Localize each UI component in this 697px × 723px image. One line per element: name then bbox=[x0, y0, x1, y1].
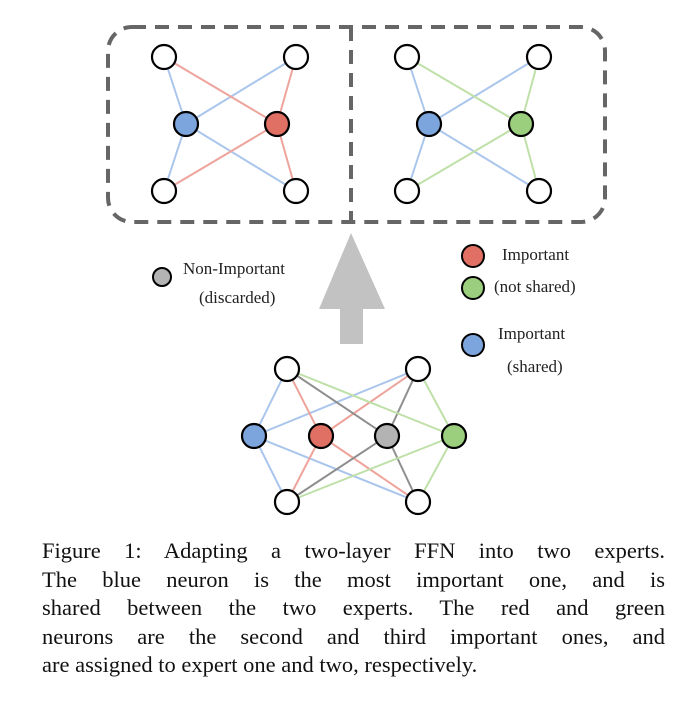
original-ffn-hidden-neuron-blue bbox=[240, 422, 268, 450]
up-arrow bbox=[319, 233, 385, 344]
legend-dot-red bbox=[461, 244, 485, 268]
caption-line: The blue neuron is the most important on… bbox=[42, 566, 665, 592]
legend-shared-label: (shared) bbox=[507, 357, 563, 376]
expert1-edge-red bbox=[163, 123, 278, 192]
original-ffn-output-neuron bbox=[404, 488, 432, 516]
expert1-output-neuron bbox=[150, 177, 178, 205]
expert2-input-neuron bbox=[525, 43, 553, 71]
expert2-hidden-neuron-blue bbox=[415, 110, 443, 138]
expert2-edge-blue bbox=[428, 123, 540, 192]
experts-box bbox=[106, 25, 607, 224]
expert1-edge-blue bbox=[185, 56, 297, 125]
expert1-hidden-neuron-red bbox=[263, 110, 291, 138]
original-ffn-edge-green bbox=[286, 368, 455, 437]
legend-not-shared-label: (not shared) bbox=[494, 277, 576, 296]
expert2-edge-blue bbox=[428, 56, 540, 125]
legend-non-important-label: Non-Important bbox=[183, 259, 285, 278]
original-ffn-hidden-neuron-red bbox=[307, 422, 335, 450]
original-ffn-input-neuron bbox=[273, 355, 301, 383]
caption-line: shared between the two experts. The red … bbox=[42, 595, 665, 620]
caption-line: Figure 1: Adapting a two-layer FFN into … bbox=[42, 538, 665, 563]
legend-dot-non-important bbox=[152, 267, 172, 287]
caption-line: neurons are the second and third importa… bbox=[42, 623, 665, 649]
expert2-input-neuron bbox=[393, 43, 421, 71]
legend-dot-blue bbox=[461, 333, 485, 357]
expert2-edge-green bbox=[406, 56, 522, 125]
expert1-output-neuron bbox=[282, 177, 310, 205]
expert2-hidden-neuron-green bbox=[507, 110, 535, 138]
original-ffn-input-neuron bbox=[404, 355, 432, 383]
original-ffn-edge-gray bbox=[286, 435, 388, 503]
figure-caption: Figure 1: Adapting a two-layer FFN into … bbox=[42, 537, 665, 680]
original-ffn-edge-gray bbox=[286, 368, 388, 437]
caption-line: are assigned to expert one and two, resp… bbox=[42, 652, 478, 677]
original-ffn-hidden-neuron-green bbox=[440, 422, 468, 450]
legend-important-label: Important bbox=[502, 245, 569, 264]
original-ffn-output-neuron bbox=[273, 488, 301, 516]
expert1-hidden-neuron-blue bbox=[172, 110, 200, 138]
expert1-input-neuron bbox=[150, 43, 178, 71]
expert1-input-neuron bbox=[282, 43, 310, 71]
expert2-output-neuron bbox=[393, 177, 421, 205]
legend-important-shared-label: Important bbox=[498, 324, 565, 343]
expert2-output-neuron bbox=[525, 177, 553, 205]
legend-dot-green bbox=[461, 276, 485, 300]
original-ffn-edge-green bbox=[286, 435, 455, 503]
expert1-edge-red bbox=[163, 56, 278, 125]
expert1-edge-blue bbox=[185, 123, 297, 192]
legend: Non-Important (discarded) Important (not… bbox=[152, 244, 576, 376]
expert2-edge-green bbox=[406, 123, 522, 192]
legend-non-important-sublabel: (discarded) bbox=[199, 288, 275, 307]
original-ffn-hidden-neuron-gray bbox=[373, 422, 401, 450]
